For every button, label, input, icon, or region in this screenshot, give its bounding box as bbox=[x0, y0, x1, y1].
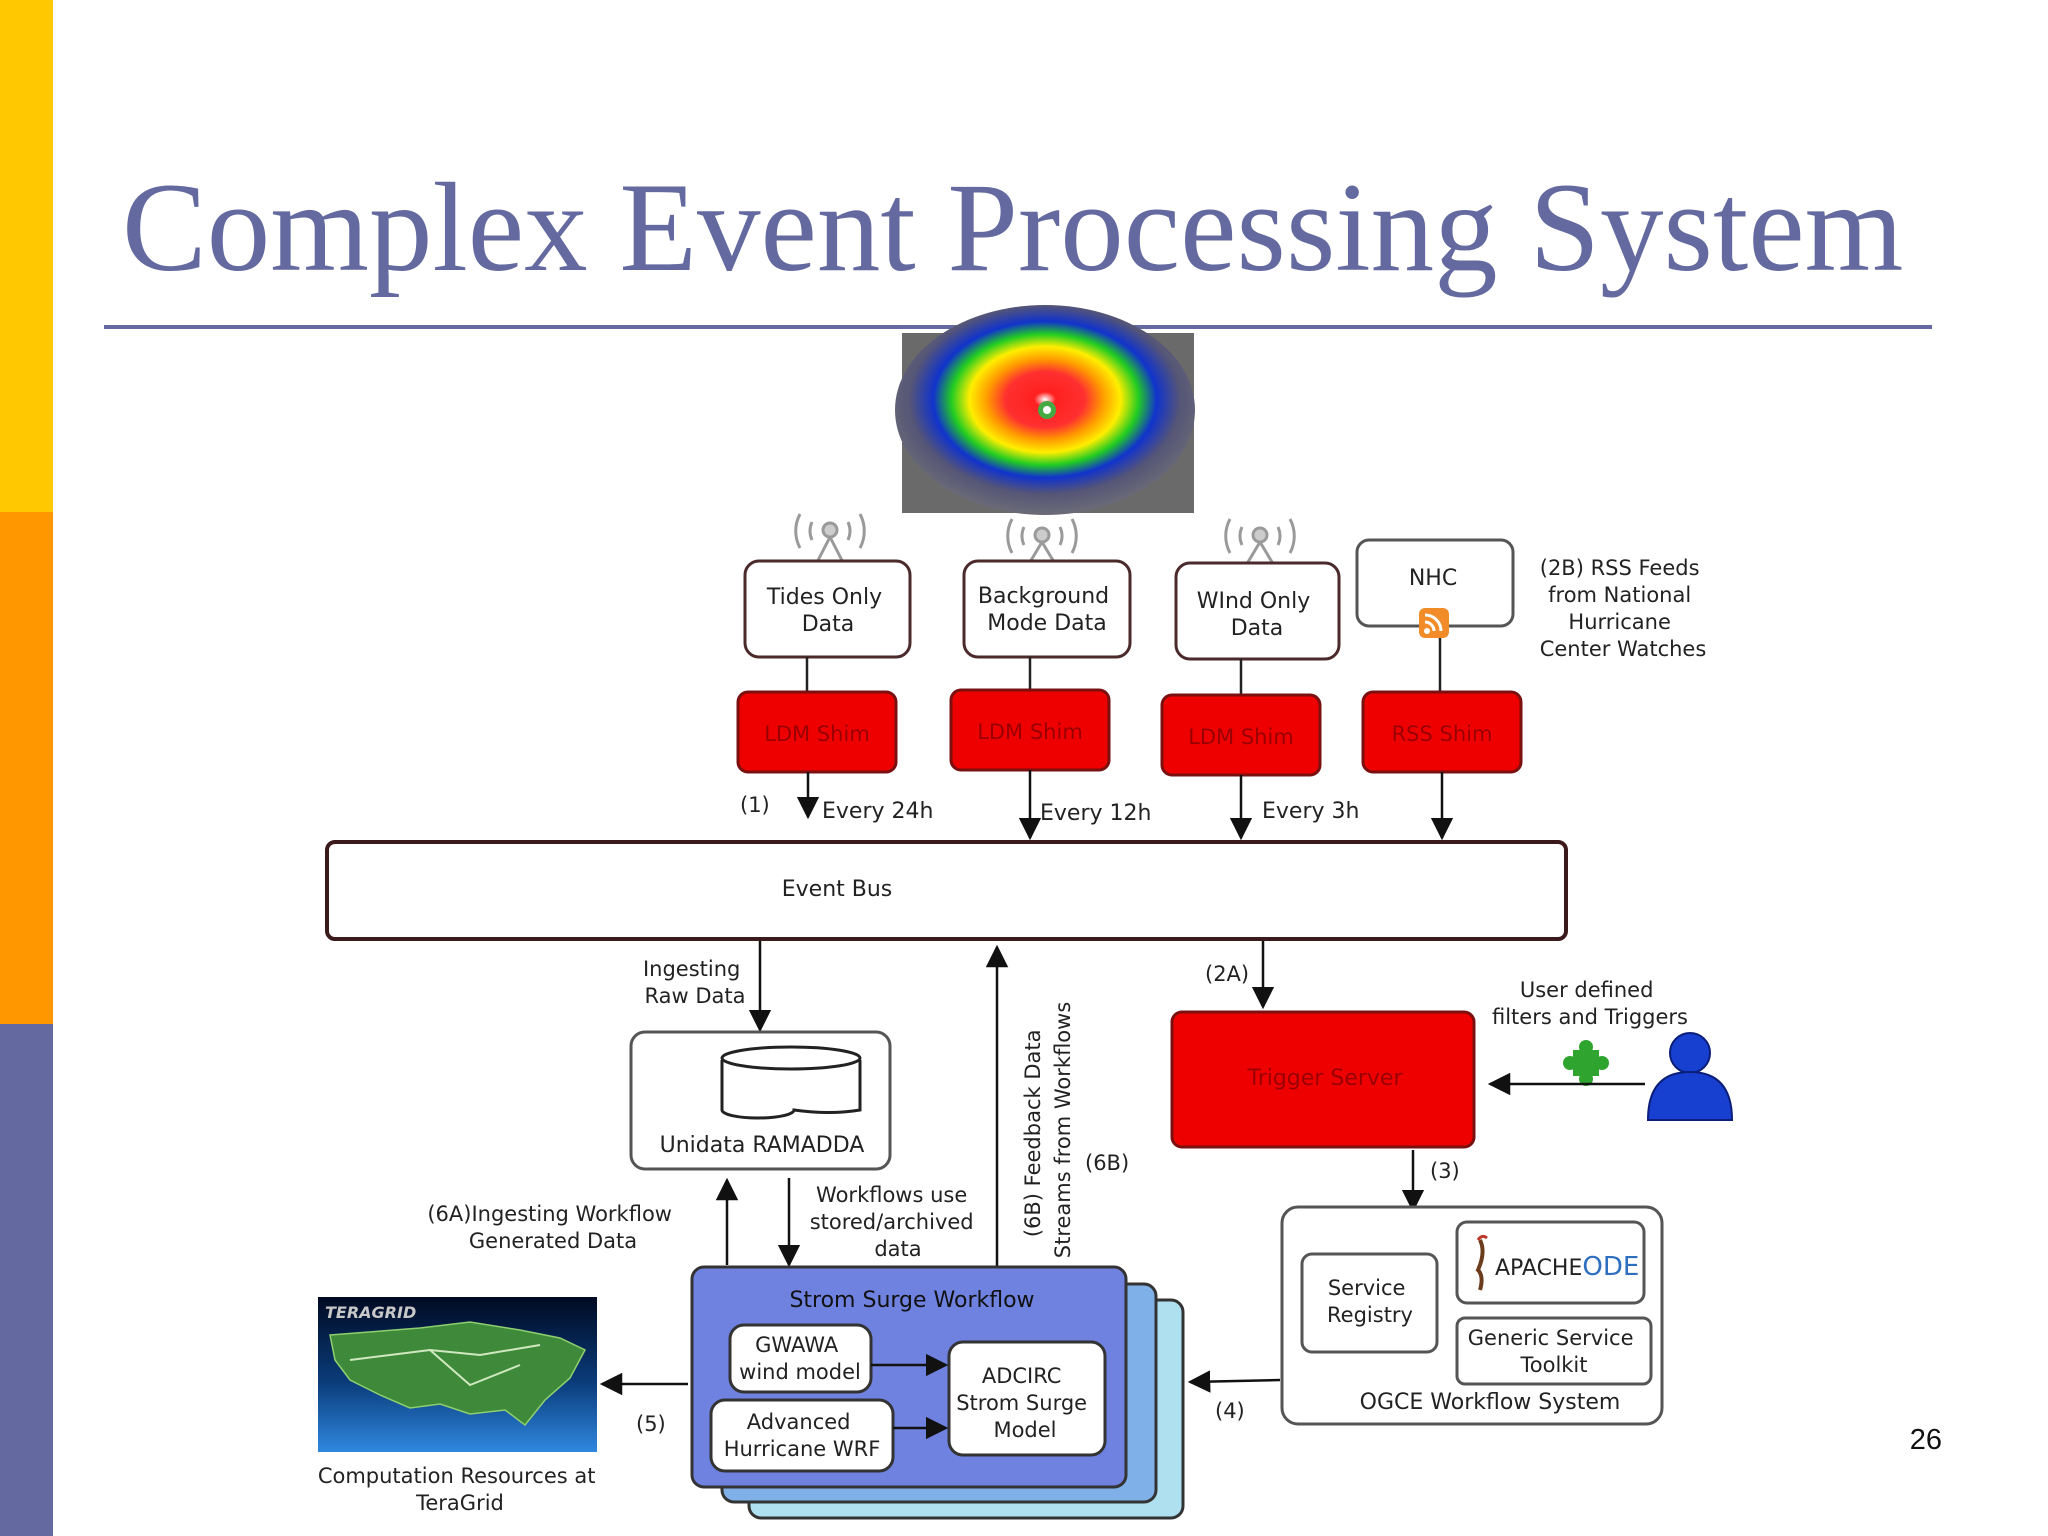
ingesting-workflow-1: (6A)Ingesting Workflow bbox=[427, 1202, 672, 1226]
gwawa-1: GWAWA bbox=[755, 1333, 839, 1357]
database-icon bbox=[720, 1045, 862, 1120]
background-data-box bbox=[962, 559, 1132, 659]
ingesting-raw-2: Raw Data bbox=[645, 984, 746, 1008]
nhc-label: NHC bbox=[1409, 566, 1457, 591]
svg-text:ADCIRC Strom Surge Mod: ADCIRC Strom Surge Model bbox=[956, 1364, 1094, 1442]
rss-note-2: from National bbox=[1548, 583, 1691, 607]
generic-toolkit-1: Generic Service bbox=[1468, 1326, 1634, 1350]
svg-text:Ingesting Raw Data: Ingesting Raw Data bbox=[643, 957, 747, 1008]
feedback-label-2: Streams from Workflows bbox=[1051, 1002, 1075, 1259]
svg-text:GWAWA wind model: GWAWA wind model bbox=[739, 1333, 861, 1384]
wrf-2: Hurricane WRF bbox=[724, 1437, 881, 1461]
ogce-label: OGCE Workflow System bbox=[1360, 1390, 1621, 1415]
stripe-blue bbox=[0, 1024, 53, 1536]
workflow-title: Strom Surge Workflow bbox=[789, 1288, 1034, 1313]
trigger-server-label: Trigger Server bbox=[1246, 1066, 1403, 1091]
step1-label: (1) bbox=[740, 793, 770, 817]
tides-label-2: Data bbox=[802, 612, 855, 637]
every12-label: Every 12h bbox=[1040, 801, 1151, 826]
workflows-use-1: Workflows use bbox=[816, 1183, 967, 1207]
user-defined-1: User defined bbox=[1520, 978, 1654, 1002]
wind-label-2: Data bbox=[1231, 616, 1284, 641]
teragrid-caption-2: TeraGrid bbox=[415, 1491, 504, 1515]
generic-toolkit-box bbox=[1455, 1316, 1653, 1386]
every24-label: Every 24h bbox=[822, 799, 933, 824]
svg-text:WInd Only Data: WInd Only Data bbox=[1197, 589, 1318, 641]
svg-text:Background Mode Data: Background Mode Data bbox=[978, 584, 1116, 636]
svg-text:Service Registry: Service Registry bbox=[1327, 1276, 1413, 1327]
svg-text:Tides Only Data: Tides Only Data bbox=[766, 585, 889, 637]
svg-text:(6A)Ingesting Workflow Gen: (6A)Ingesting Workflow Generated Data bbox=[427, 1202, 678, 1253]
rss-shim-label: RSS Shim bbox=[1392, 722, 1493, 746]
ode-text: ODE bbox=[1582, 1252, 1639, 1282]
svg-text:APACHEODE: APACHEODE bbox=[1495, 1252, 1639, 1282]
hurricane-image bbox=[895, 305, 1195, 515]
adcirc-box bbox=[947, 1340, 1107, 1457]
step2a-label: (2A) bbox=[1205, 962, 1249, 986]
apache-ode-logo-icon bbox=[1475, 1234, 1488, 1291]
workflows-use-3: data bbox=[874, 1237, 921, 1261]
ingesting-workflow-2: Generated Data bbox=[469, 1229, 637, 1253]
step6b-label: (6B) bbox=[1085, 1151, 1129, 1175]
svg-text:Computation Resources at T: Computation Resources at TeraGrid bbox=[318, 1464, 602, 1515]
apache-text: APACHE bbox=[1495, 1256, 1582, 1281]
ingesting-raw-1: Ingesting bbox=[643, 957, 740, 981]
antenna-icon bbox=[794, 513, 866, 573]
wind-data-box bbox=[1174, 561, 1341, 661]
page-number: 26 bbox=[1909, 1424, 1942, 1456]
slide-title: Complex Event Processing System bbox=[122, 158, 1904, 298]
ldm-shim-1 bbox=[736, 690, 898, 774]
stripe-yellow bbox=[0, 0, 53, 512]
step5-label: (5) bbox=[636, 1412, 666, 1436]
background-label-1: Background bbox=[978, 584, 1109, 609]
svg-text:Workflows use stored/archi: Workflows use stored/archived data bbox=[810, 1183, 981, 1261]
event-bus-label: Event Bus bbox=[782, 877, 893, 902]
teragrid-logo: TERAGRID bbox=[325, 1303, 416, 1322]
svg-text:(2B) RSS Feeds from Nation: (2B) RSS Feeds from National Hurricane C… bbox=[1540, 556, 1707, 661]
svg-text:User defined filters and T: User defined filters and Triggers bbox=[1492, 978, 1688, 1029]
background-label-2: Mode Data bbox=[987, 611, 1106, 636]
gwawa-2: wind model bbox=[739, 1360, 861, 1384]
every3-label: Every 3h bbox=[1262, 799, 1359, 824]
ldm-shim-1-label: LDM Shim bbox=[764, 722, 870, 746]
rss-note-1: (2B) RSS Feeds bbox=[1540, 556, 1700, 580]
wind-label-1: WInd Only bbox=[1197, 589, 1311, 614]
svg-text:Generic Service Toolkit: Generic Service Toolkit bbox=[1468, 1326, 1640, 1377]
tides-data-box bbox=[743, 559, 912, 659]
wrf-box bbox=[709, 1398, 895, 1473]
teragrid-caption-1: Computation Resources at bbox=[318, 1464, 596, 1488]
tides-label-1: Tides Only bbox=[766, 585, 882, 610]
step3-label: (3) bbox=[1430, 1159, 1460, 1183]
wrf-1: Advanced bbox=[747, 1410, 851, 1434]
step4-label: (4) bbox=[1215, 1399, 1245, 1423]
feedback-label-1: (6B) Feedback Data bbox=[1021, 1030, 1045, 1238]
generic-toolkit-2: Toolkit bbox=[1519, 1353, 1587, 1377]
adcirc-3: Model bbox=[993, 1418, 1056, 1442]
service-registry-2: Registry bbox=[1327, 1303, 1413, 1327]
adcirc-1: ADCIRC bbox=[982, 1364, 1062, 1388]
puzzle-piece-icon bbox=[1563, 1040, 1609, 1086]
antenna-icon bbox=[1006, 518, 1078, 573]
gwawa-box bbox=[728, 1323, 873, 1394]
service-registry-1: Service bbox=[1328, 1276, 1406, 1300]
svg-text:Advanced Hurricane WRF: Advanced Hurricane WRF bbox=[724, 1410, 881, 1461]
user-icon bbox=[1646, 1032, 1734, 1121]
rss-note-3: Hurricane bbox=[1568, 610, 1670, 634]
ramadda-label: Unidata RAMADDA bbox=[660, 1133, 865, 1158]
service-registry-box bbox=[1300, 1252, 1439, 1354]
ldm-shim-3-label: LDM Shim bbox=[1188, 725, 1294, 749]
user-defined-2: filters and Triggers bbox=[1492, 1005, 1688, 1029]
workflows-use-2: stored/archived bbox=[810, 1210, 974, 1234]
event-bus bbox=[325, 840, 1568, 941]
stripe-orange bbox=[0, 512, 53, 1024]
rss-feed-icon bbox=[1419, 608, 1449, 638]
adcirc-2: Strom Surge bbox=[956, 1391, 1087, 1415]
trigger-server bbox=[1170, 1010, 1476, 1149]
apache-ode-box bbox=[1455, 1220, 1646, 1305]
ldm-shim-2-label: LDM Shim bbox=[977, 720, 1083, 744]
svg-text:(6B) Feedback Data Streams: (6B) Feedback Data Streams from Workflow… bbox=[1021, 1002, 1075, 1259]
teragrid-map-image: TERAGRID bbox=[318, 1297, 597, 1452]
rss-note-4: Center Watches bbox=[1540, 637, 1707, 661]
